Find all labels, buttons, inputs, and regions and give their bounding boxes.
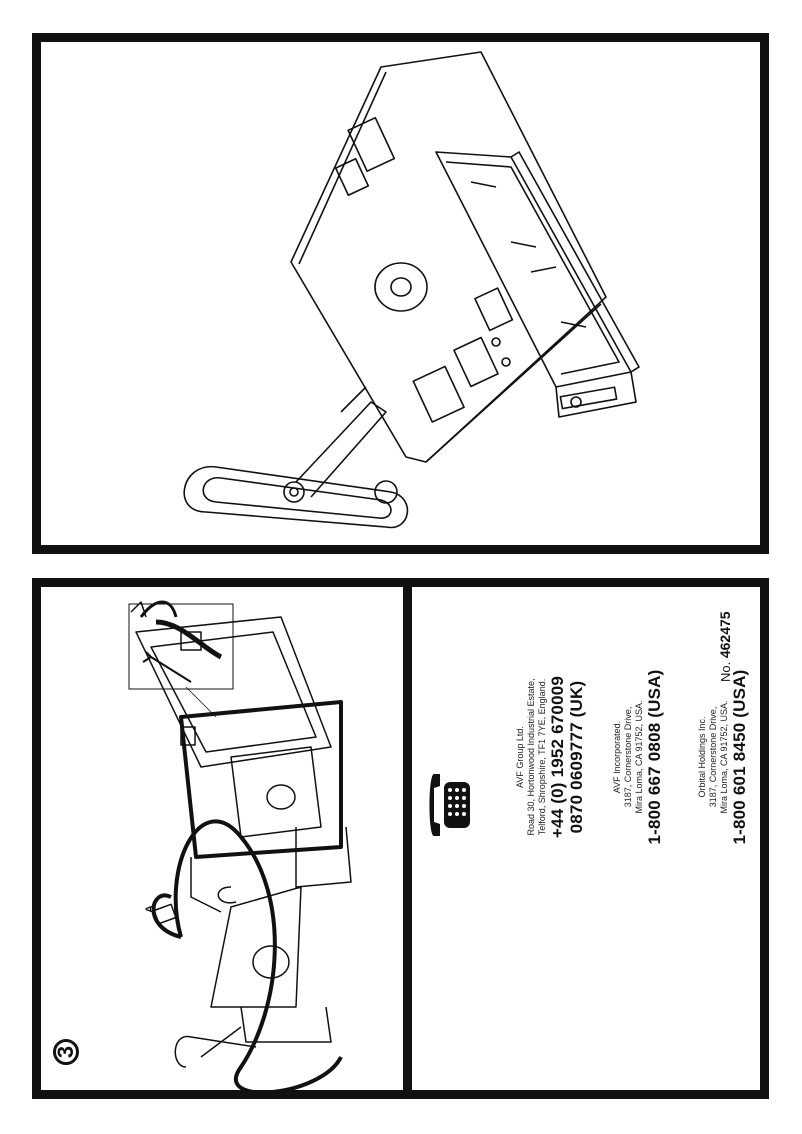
phone-number: 0870 0609777 (UK) — [567, 680, 586, 834]
strap-installation-drawing — [128, 600, 352, 1090]
panel-divider — [403, 587, 412, 1090]
document-number: No. 462475 — [717, 611, 733, 682]
contact-avf-group: AVF Group Ltd. Road 30, Hortonwood Indus… — [515, 617, 586, 897]
telephone-icon — [429, 774, 470, 836]
bracket-mount-drawing — [183, 51, 640, 529]
product-illustration-panel — [32, 33, 769, 554]
company-name: AVF Incorporated. — [612, 720, 622, 794]
company-name: AVF Group Ltd. — [515, 726, 525, 788]
address-line: Road 30, Hortonwood Industrial Estate, — [526, 678, 536, 836]
address-line: Telford, Shropshire, TF1 7YE, England. — [537, 678, 547, 836]
address-line: 3187, Cornerstone Drive, — [623, 706, 633, 808]
contact-info-area: AVF Group Ltd. Road 30, Hortonwood Indus… — [412, 587, 760, 1090]
document-number-prefix: No. — [718, 661, 733, 682]
company-name: Orbital Holdings Inc. — [697, 716, 707, 798]
instructions-panel: 3 A — [32, 578, 769, 1099]
phone-number: 1-800 667 0808 (USA) — [645, 669, 664, 845]
phone-number: +44 (0) 1952 670009 — [548, 675, 567, 839]
document-number-value: 462475 — [717, 611, 733, 659]
step-illustration-area: 3 A — [41, 587, 403, 1090]
contact-avf-incorporated: AVF Incorporated. 3187, Cornerstone Driv… — [612, 617, 664, 897]
address-line: Mira Loma, CA 91752, USA. — [634, 700, 644, 814]
